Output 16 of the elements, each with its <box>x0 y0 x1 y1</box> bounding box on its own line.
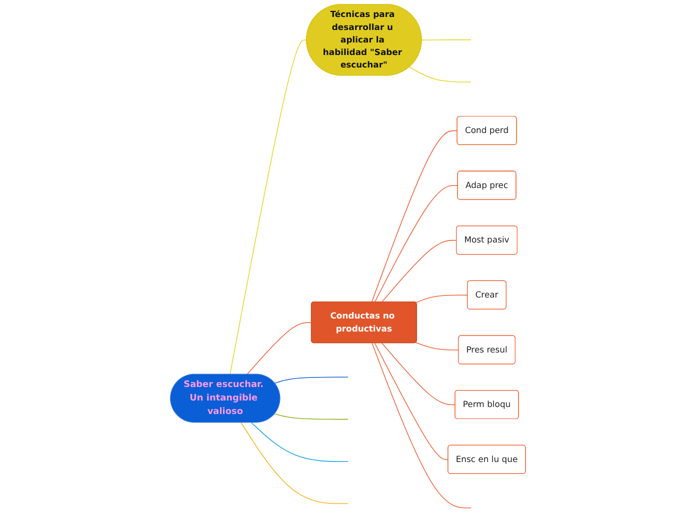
connector <box>421 39 472 40</box>
connector <box>409 66 472 82</box>
connector <box>374 342 449 460</box>
connector <box>372 342 472 508</box>
connector <box>250 422 349 462</box>
connector <box>371 130 458 302</box>
connector <box>416 342 459 350</box>
connector <box>374 185 458 302</box>
connector <box>240 422 349 504</box>
connector <box>416 294 468 303</box>
connector <box>274 413 349 420</box>
connector <box>382 240 457 302</box>
connector <box>382 342 456 406</box>
connector <box>246 322 312 375</box>
connector <box>230 40 307 375</box>
connector <box>274 376 349 384</box>
